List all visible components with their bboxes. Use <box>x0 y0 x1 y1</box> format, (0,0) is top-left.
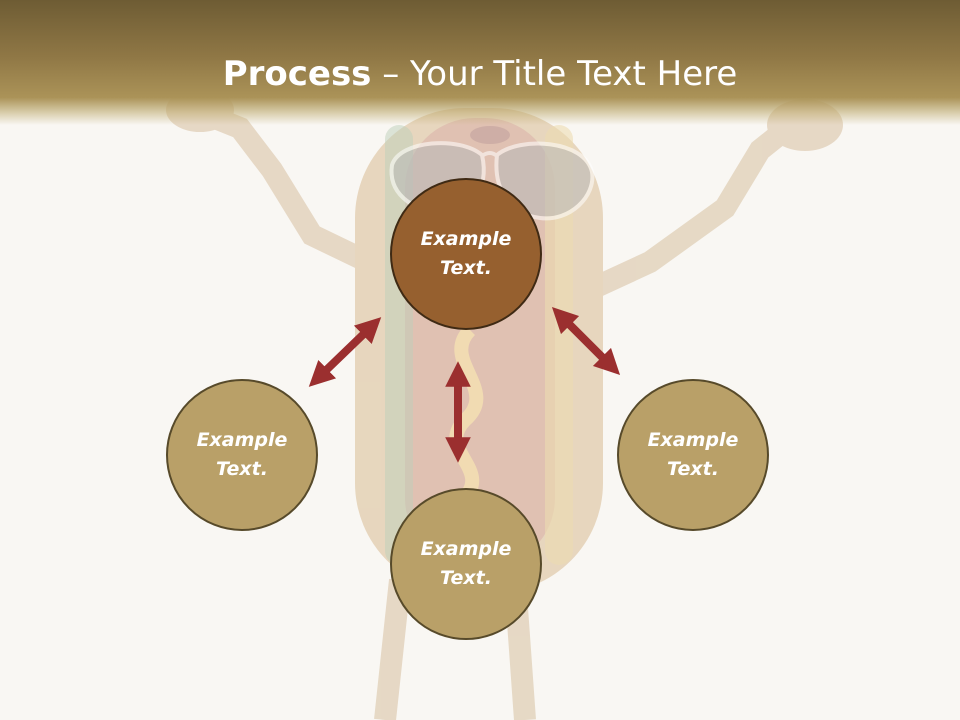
process-node-bottom[interactable]: Example Text. <box>390 488 542 640</box>
process-node-left[interactable]: Example Text. <box>166 379 318 531</box>
node-center-label: Example Text. <box>420 228 512 279</box>
node-right-label: Example Text. <box>647 429 739 480</box>
title-bold: Process <box>222 54 372 94</box>
title-rest: – Your Title Text Here <box>371 54 738 94</box>
arrow-right-icon <box>551 306 621 376</box>
node-bottom-label: Example Text. <box>420 538 512 589</box>
header-bar: Process – Your Title Text Here <box>0 0 960 125</box>
arrow-left-icon <box>308 317 382 387</box>
process-node-right[interactable]: Example Text. <box>617 379 769 531</box>
process-node-center[interactable]: Example Text. <box>390 178 542 330</box>
page-title: Process – Your Title Text Here <box>0 52 960 96</box>
node-left-label: Example Text. <box>196 429 288 480</box>
